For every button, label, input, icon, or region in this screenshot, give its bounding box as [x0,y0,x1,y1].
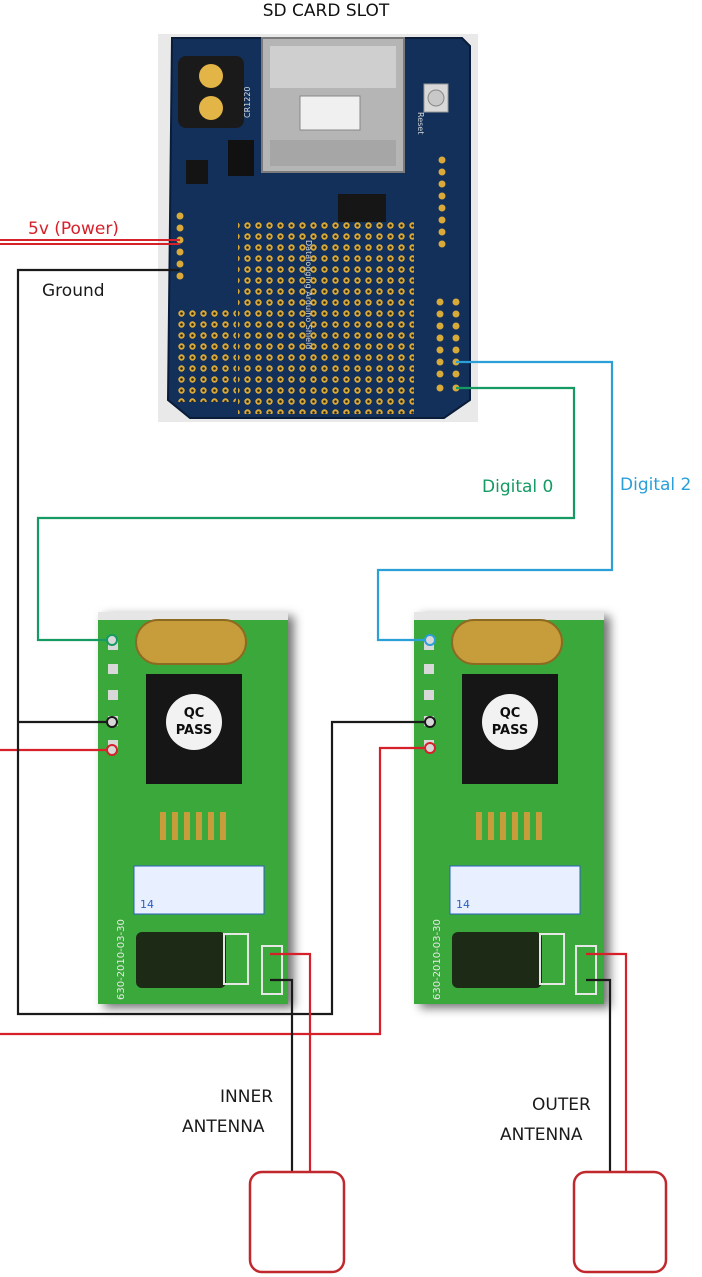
ground-wire [16,268,430,1016]
outer-antenna-wire [586,978,612,1172]
svg-text:14: 14 [140,898,154,911]
outer-antenna-loop [572,1170,668,1274]
receiver-module-left: QC PASS 14 630-2010-03-30 [98,612,288,1004]
svg-text:630-2010-03-30: 630-2010-03-30 [432,919,443,1000]
svg-text:14: 14 [456,898,470,911]
inner-antenna-loop [248,1170,346,1274]
ic-chip [228,140,254,176]
battery-holder: CR1220 [178,56,252,128]
svg-text:QC: QC [184,706,205,721]
power-wire [0,239,180,245]
code-table [449,865,581,915]
code-table [133,865,265,915]
ground-label: Ground [42,281,105,301]
receiver-module-right: QC PASS 14 630-2010-03-30 [414,612,604,1004]
digital0-label: Digital 0 [482,477,553,497]
inner-antenna-label: ANTENNA [182,1117,265,1137]
digital0-wire [36,386,576,642]
outer-antenna-label: ANTENNA [500,1125,583,1145]
sd-card-slot-label: SD CARD SLOT [263,1,390,21]
digital-header [436,156,460,392]
svg-text:PASS: PASS [492,723,529,738]
inner-antenna-wire [270,952,312,1172]
inner-antenna-label: INNER [220,1087,273,1107]
crystal-oscillator [451,619,563,665]
sd-card-socket [261,37,405,173]
power-label: 5v (Power) [28,219,119,239]
crystal-oscillator [135,619,247,665]
svg-text:630-2010-03-30: 630-2010-03-30 [116,919,127,1000]
capacitor [452,932,542,988]
shield-silkscreen: Datalogging Arduino Shield [304,240,313,349]
proto-area [238,222,414,414]
capacitor [136,932,226,988]
inner-antenna-wire [270,978,294,1172]
ic-chip [186,160,208,184]
reset-button: Reset [416,83,449,134]
svg-text:QC: QC [500,706,521,721]
outer-antenna-wire [586,952,628,1172]
svg-text:CR1220: CR1220 [243,86,252,118]
svg-text:PASS: PASS [176,723,213,738]
digital2-wire [376,360,614,642]
digital2-label: Digital 2 [620,475,691,495]
svg-text:Reset: Reset [416,112,425,134]
datalogger-shield: CR1220 Reset [158,34,478,422]
proto-area [176,308,236,402]
outer-antenna-label: OUTER [532,1095,591,1115]
power-wire [0,746,430,1036]
